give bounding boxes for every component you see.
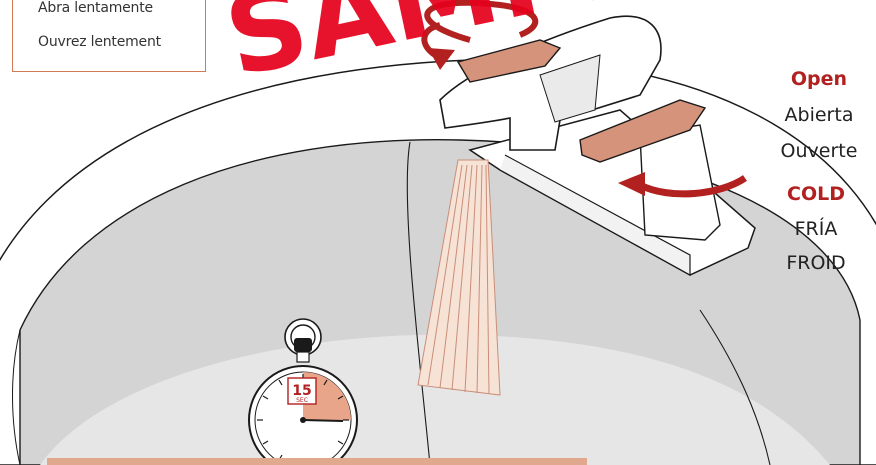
slow-open-es: Abra lentamente bbox=[38, 0, 153, 16]
timer-unit: SEC bbox=[296, 397, 308, 404]
cold-label-es: FRÍA bbox=[784, 218, 848, 240]
bottom-accent-bar bbox=[47, 458, 587, 465]
cold-label-fr: FROID bbox=[775, 252, 857, 274]
cold-label-en: COLD bbox=[778, 183, 854, 205]
slow-open-callout: Abra lentamente Ouvrez lentement bbox=[12, 0, 206, 72]
open-label-en: Open bbox=[784, 68, 854, 90]
open-label-es: Abierta bbox=[776, 104, 862, 126]
slow-open-fr: Ouvrez lentement bbox=[38, 34, 161, 50]
open-label-fr: Ouverte bbox=[770, 140, 868, 162]
